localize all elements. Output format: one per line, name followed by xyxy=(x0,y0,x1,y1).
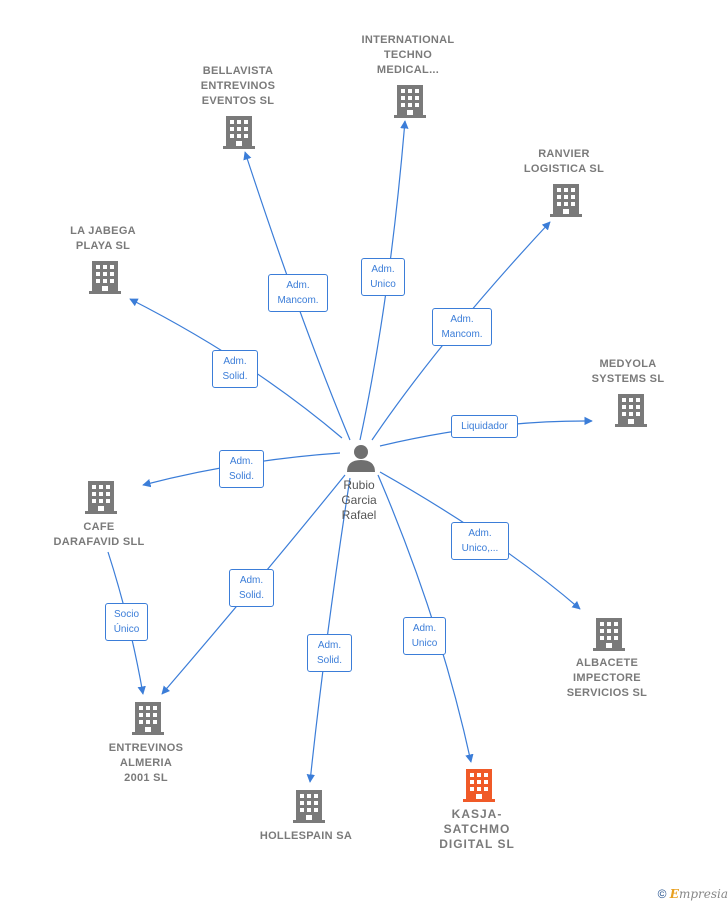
building-icon-international xyxy=(394,85,426,118)
edge-label-cafe-entrevinos: Socio Único xyxy=(105,603,148,641)
building-icon-albacete xyxy=(593,618,625,651)
copyright-icon: © xyxy=(657,887,667,901)
edge-label-medyola: Liquidador xyxy=(451,415,518,438)
building-icon-bellavista xyxy=(223,116,255,149)
building-icon-medyola xyxy=(615,394,647,427)
company-label-jabega[interactable]: LA JABEGA PLAYA SL xyxy=(70,225,136,252)
company-label-hollespain[interactable]: HOLLESPAIN SA xyxy=(259,830,353,842)
company-label-medyola[interactable]: MEDYOLA SYSTEMS SL xyxy=(591,358,665,385)
company-label-albacete[interactable]: ALBACETE IMPECTORE SERVICIOS SL xyxy=(566,657,648,699)
edge-label-ranvier: Adm. Mancom. xyxy=(432,308,492,346)
brand-name: Empresia xyxy=(669,887,728,901)
company-label-kasja[interactable]: KASJA- SATCHMO DIGITAL SL xyxy=(439,807,515,851)
edge-label-international: Adm. Unico xyxy=(361,258,405,296)
building-icon-kasja xyxy=(463,769,495,802)
company-label-international[interactable]: INTERNATIONAL TECHNO MEDICAL... xyxy=(361,34,455,76)
edge-label-jabega: Adm. Solid. xyxy=(212,350,258,388)
person-icon xyxy=(347,445,375,472)
edge-label-cafe: Adm. Solid. xyxy=(219,450,264,488)
edge-line-hollespain xyxy=(306,477,351,783)
company-label-entrevinos[interactable]: ENTREVINOS ALMERIA 2001 SL xyxy=(108,742,184,784)
edge-label-hollespain: Adm. Solid. xyxy=(307,634,352,672)
person-name[interactable]: Rubio Garcia Rafael xyxy=(341,478,377,522)
edge-label-kasja: Adm. Unico xyxy=(403,617,446,655)
building-icon-hollespain xyxy=(293,790,325,823)
building-icon-ranvier xyxy=(550,184,582,217)
company-label-bellavista[interactable]: BELLAVISTA ENTREVINOS EVENTOS SL xyxy=(200,65,276,107)
company-label-ranvier[interactable]: RANVIER LOGISTICA SL xyxy=(523,148,605,175)
company-label-cafe[interactable]: CAFE DARAFAVID SLL xyxy=(53,521,145,548)
building-icon-cafe xyxy=(85,481,117,514)
edge-label-albacete: Adm. Unico,... xyxy=(451,522,509,560)
footer-brand[interactable]: © Empresia xyxy=(658,887,728,901)
edge-label-bellavista: Adm. Mancom. xyxy=(268,274,328,312)
building-icon-entrevinos xyxy=(132,702,164,735)
edge-label-entrevinos: Adm. Solid. xyxy=(229,569,274,607)
building-icon-jabega xyxy=(89,261,121,294)
